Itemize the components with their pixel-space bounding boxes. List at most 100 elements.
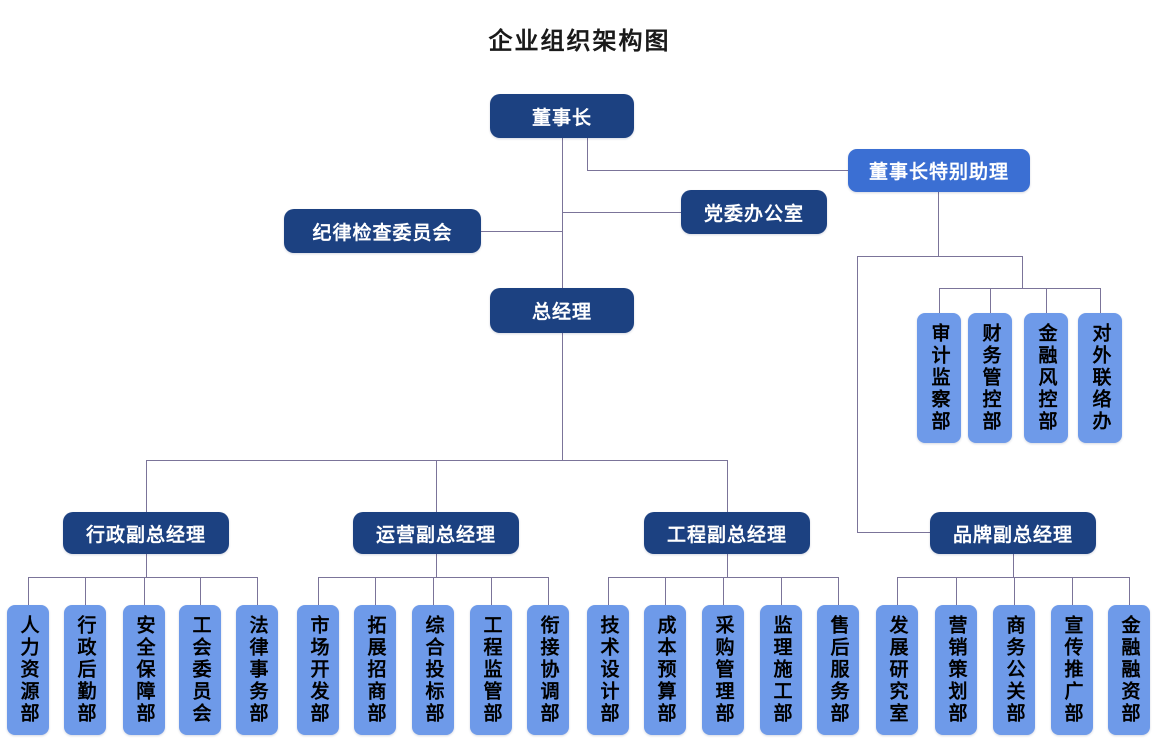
connector-line: [146, 554, 147, 577]
connector-line: [990, 288, 991, 313]
node-dept-cost-budget: 成本预算部: [644, 605, 686, 735]
node-dept-legal: 法律事务部: [236, 605, 278, 735]
connector-line: [727, 460, 728, 512]
node-special-assistant-label: 董事长特别助理: [868, 162, 1009, 183]
connector-line: [436, 554, 437, 577]
node-vp-label: 行政副总经理: [85, 524, 206, 546]
node-vp-label: 工程副总经理: [666, 524, 787, 546]
connector-line: [144, 577, 145, 605]
connector-line: [562, 138, 563, 288]
connector-line: [562, 333, 563, 460]
connector-line: [1046, 288, 1047, 313]
node-special-assistant: 董事长特别助理: [848, 149, 1030, 192]
node-dept-label: 监理施工部: [770, 615, 792, 725]
node-general-manager-label: 总经理: [531, 302, 592, 323]
connector-line: [897, 577, 1129, 578]
node-dept-label: 成本预算部: [654, 615, 676, 725]
node-dept-label: 金融融资部: [1118, 615, 1140, 725]
connector-line: [28, 577, 257, 578]
node-dept-labor-union: 工会委员会: [179, 605, 221, 735]
node-dept-label: 安全保障部: [133, 615, 155, 725]
node-dept-market-development: 市场开发部: [297, 605, 339, 735]
node-dept-label: 综合投标部: [422, 615, 444, 725]
node-dept-financial-control: 财务管控部: [968, 313, 1012, 443]
connector-line: [587, 170, 848, 171]
node-general-manager: 总经理: [490, 288, 634, 333]
node-dept-marketing-planning: 营销策划部: [935, 605, 977, 735]
connector-line: [608, 577, 609, 605]
node-dept-audit-supervision: 审计监察部: [917, 313, 961, 443]
connector-line: [1013, 554, 1014, 577]
node-dept-label: 售后服务部: [827, 615, 849, 725]
connector-line: [857, 532, 930, 533]
page-title: 企业组织架构图: [488, 28, 671, 55]
node-dept-external-liaison: 对外联络办: [1078, 313, 1122, 443]
node-dept-business-pr: 商务公关部: [993, 605, 1035, 735]
node-vp-administration: 行政副总经理: [63, 512, 229, 554]
node-dept-label: 市场开发部: [307, 615, 329, 725]
node-vp-operations: 运营副总经理: [353, 512, 519, 554]
node-dept-development-research: 发展研究室: [876, 605, 918, 735]
connector-line: [781, 577, 782, 605]
connector-line: [1072, 577, 1073, 605]
node-dept-label: 财务管控部: [979, 323, 1001, 433]
node-vp-label: 运营副总经理: [375, 524, 496, 546]
node-dept-label: 工程监管部: [480, 615, 502, 725]
connector-line: [146, 460, 147, 512]
connector-line: [939, 288, 1100, 289]
node-party-office: 党委办公室: [681, 190, 827, 234]
connector-line: [723, 577, 724, 605]
connector-line: [857, 256, 858, 532]
node-dept-construction-supervision: 监理施工部: [760, 605, 802, 735]
connector-line: [727, 554, 728, 577]
connector-line: [481, 231, 562, 232]
connector-line: [85, 577, 86, 605]
connector-line: [939, 288, 940, 313]
node-dept-label: 宣传推广部: [1061, 615, 1083, 725]
node-dept-label: 工会委员会: [189, 615, 211, 725]
node-dept-financing: 金融融资部: [1108, 605, 1150, 735]
connector-line: [548, 577, 549, 605]
node-dept-label: 拓展招商部: [364, 615, 386, 725]
node-dept-expansion-investment: 拓展招商部: [354, 605, 396, 735]
node-dept-label: 技术设计部: [597, 615, 619, 725]
connector-line: [433, 577, 434, 605]
node-discipline-committee-label: 纪律检查委员会: [312, 222, 453, 244]
node-dept-tech-design: 技术设计部: [587, 605, 629, 735]
node-dept-label: 法律事务部: [246, 615, 268, 725]
node-dept-label: 衔接协调部: [537, 615, 559, 725]
connector-line: [28, 577, 29, 605]
node-discipline-committee: 纪律检查委员会: [284, 209, 481, 253]
node-dept-label: 对外联络办: [1089, 323, 1111, 433]
connector-line: [838, 577, 839, 605]
node-dept-bidding: 综合投标部: [412, 605, 454, 735]
node-dept-logistics: 行政后勤部: [64, 605, 106, 735]
node-dept-project-supervision: 工程监管部: [470, 605, 512, 735]
node-dept-label: 采购管理部: [712, 615, 734, 725]
node-dept-hr: 人力资源部: [7, 605, 49, 735]
node-dept-label: 商务公关部: [1003, 615, 1025, 725]
node-dept-label: 营销策划部: [945, 615, 967, 725]
connector-line: [491, 577, 492, 605]
connector-line: [257, 577, 258, 605]
connector-line: [857, 256, 1022, 257]
node-dept-label: 行政后勤部: [74, 615, 96, 725]
node-party-office-label: 党委办公室: [703, 203, 804, 225]
node-chairman: 董事长: [490, 94, 634, 138]
node-vp-brand: 品牌副总经理: [930, 512, 1096, 554]
node-dept-label: 金融风控部: [1035, 323, 1057, 433]
node-dept-procurement: 采购管理部: [702, 605, 744, 735]
connector-line: [665, 577, 666, 605]
node-dept-publicity-promotion: 宣传推广部: [1051, 605, 1093, 735]
connector-line: [1022, 256, 1023, 288]
node-vp-engineering: 工程副总经理: [644, 512, 810, 554]
node-dept-after-sales: 售后服务部: [817, 605, 859, 735]
node-chairman-label: 董事长: [531, 107, 592, 129]
connector-line: [200, 577, 201, 605]
node-dept-label: 发展研究室: [886, 615, 908, 725]
connector-line: [375, 577, 376, 605]
node-vp-label: 品牌副总经理: [952, 524, 1073, 546]
connector-line: [318, 577, 319, 605]
connector-line: [1129, 577, 1130, 605]
